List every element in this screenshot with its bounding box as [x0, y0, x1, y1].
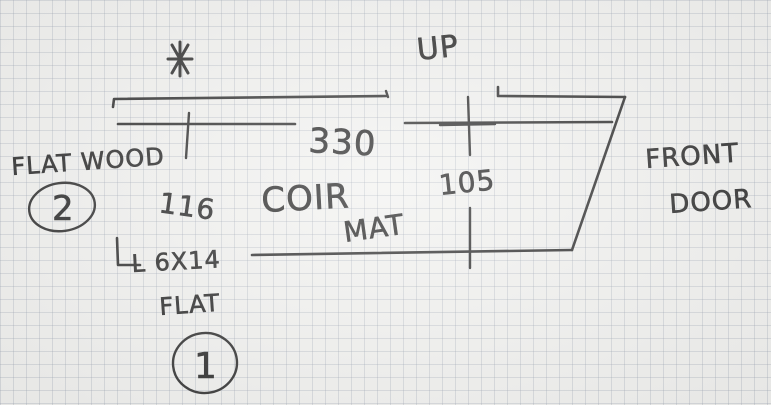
front-label: FRONT	[644, 139, 740, 175]
flat-wood-label: FLAT WOOD	[10, 142, 165, 181]
mat-label: MAT	[341, 208, 406, 249]
width-dimension-label: 330	[308, 121, 378, 164]
flat-bottom-label: FLAT	[158, 289, 221, 321]
left-bottom-label: L 6X14	[131, 245, 222, 278]
left-tick	[184, 111, 191, 160]
dimension-ticks	[184, 89, 497, 270]
depth-left-label: 116	[157, 186, 217, 227]
top-edge-right	[496, 85, 627, 99]
circle-two-marker: 2	[27, 181, 97, 233]
right-cross-tick	[438, 122, 497, 127]
asterisk-star-icon	[166, 40, 194, 78]
inner-top-line-right	[403, 120, 614, 125]
l-corner-mark	[115, 236, 142, 267]
coir-label: COIR	[260, 176, 350, 221]
circle-one-label: 1	[194, 346, 218, 387]
top-edge-end-tick	[384, 89, 390, 99]
circle-one-marker: 1	[171, 331, 239, 395]
up-label: UP	[415, 29, 460, 68]
mat-outline	[111, 85, 627, 257]
top-edge-left	[111, 94, 388, 109]
circle-two-label: 2	[52, 189, 75, 229]
depth-right-label: 105	[437, 163, 497, 202]
door-label: DOOR	[668, 184, 753, 220]
bottom-edge	[250, 248, 574, 257]
right-tick-upper	[466, 95, 472, 157]
front-door-edge	[570, 95, 627, 252]
